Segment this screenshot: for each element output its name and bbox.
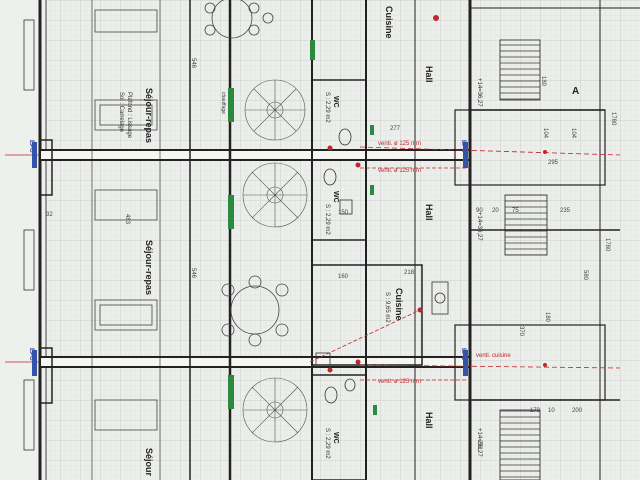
vent-note-3: venti. ø 125 mm <box>378 379 421 385</box>
dim-235: 235 <box>560 208 571 214</box>
wc-area-1: S : 2,29 m2 <box>324 92 330 123</box>
room-wc-1: WC <box>332 96 339 108</box>
dim-1780-b: 1780 <box>610 112 616 126</box>
dim-1780-a: 1780 <box>604 238 610 252</box>
spiral-stair-mid <box>242 162 308 228</box>
spiral-stair-bottom <box>242 377 308 443</box>
dim-104-a: 104 <box>542 128 548 139</box>
epo-label-1: EPO <box>28 140 34 153</box>
room-sejour-bottom: Séjour <box>144 448 154 477</box>
vent-note-2: venti. ø 125 mm <box>378 168 421 174</box>
section-label-a: A <box>572 86 579 97</box>
epo-label-3: EPO <box>28 348 34 361</box>
wc-area-3: S : 2,29 m2 <box>324 428 330 459</box>
interior-walls <box>91 0 640 480</box>
vent-note-1: venti. ø 125 mm <box>378 141 421 147</box>
dim-90: 90 <box>476 208 483 214</box>
dim-10: 10 <box>548 408 555 414</box>
spiral-stair-top <box>244 79 306 141</box>
dim-200: 200 <box>572 408 583 414</box>
epo-markers <box>32 142 468 376</box>
straight-stairs <box>499 39 548 480</box>
cuisine-area: S : 9,65 m2 <box>384 292 390 323</box>
wc-fixtures <box>315 128 449 404</box>
wc-area-2: S : 2,29 m2 <box>324 204 330 235</box>
dim-104-b: 104 <box>570 128 576 139</box>
dim-218: 218 <box>404 270 415 276</box>
level-1: +14=36,27 <box>476 78 482 107</box>
dim-370: 370 <box>518 326 524 337</box>
plafond-note: Plafond : Lissage <box>126 92 132 139</box>
room-hall-top: Hall <box>424 66 434 83</box>
dim-20: 20 <box>492 208 499 214</box>
furniture-sofas <box>94 9 158 431</box>
room-hall-mid: Hall <box>424 204 434 221</box>
room-wc-3: WC <box>332 432 339 444</box>
vent-note-cuisine: venti. cuisine <box>476 353 511 359</box>
dim-180-a: 180 <box>540 76 546 87</box>
level-2: +14=36,27 <box>476 212 482 241</box>
dim-546-mid: 546 <box>190 268 196 279</box>
dim-295: 295 <box>548 160 559 166</box>
level-3: +14=36,27 <box>476 428 482 457</box>
dim-32: 32 <box>46 212 53 218</box>
left-facade <box>0 0 47 480</box>
dim-180-b: 180 <box>544 312 550 323</box>
chauffage-label: chauffage <box>220 92 226 114</box>
dim-173: 173 <box>530 408 541 414</box>
room-cuisine-top: Cuisine <box>384 6 394 39</box>
dim-546-top: 546 <box>190 58 196 69</box>
dining-table-mid <box>221 275 289 347</box>
dim-251: 251 <box>476 440 482 451</box>
dim-277: 277 <box>390 126 401 132</box>
room-hall-bottom: Hall <box>424 412 434 429</box>
room-wc-2: WC <box>332 191 339 203</box>
dim-160: 160 <box>338 274 349 280</box>
ventilation-lines <box>309 15 621 381</box>
dimension-labels: 546 546 483 295 235 1780 1780 580 370 20… <box>46 58 616 451</box>
dim-75: 75 <box>512 208 519 214</box>
dim-483: 483 <box>124 214 130 225</box>
epo-label-2: EPO <box>460 140 466 153</box>
dining-table-top <box>204 0 274 39</box>
finish-note: Sol : Carrelage <box>118 92 124 133</box>
epo-label-4: EPO <box>460 348 466 361</box>
dim-580: 580 <box>582 270 588 281</box>
dim-150: 150 <box>338 210 349 216</box>
radiators <box>228 40 377 415</box>
room-cuisine-mid: Cuisine <box>394 288 404 321</box>
room-sejour-mid: Séjour-repas <box>144 240 154 295</box>
room-sejour-top: Séjour-repas <box>144 88 154 143</box>
